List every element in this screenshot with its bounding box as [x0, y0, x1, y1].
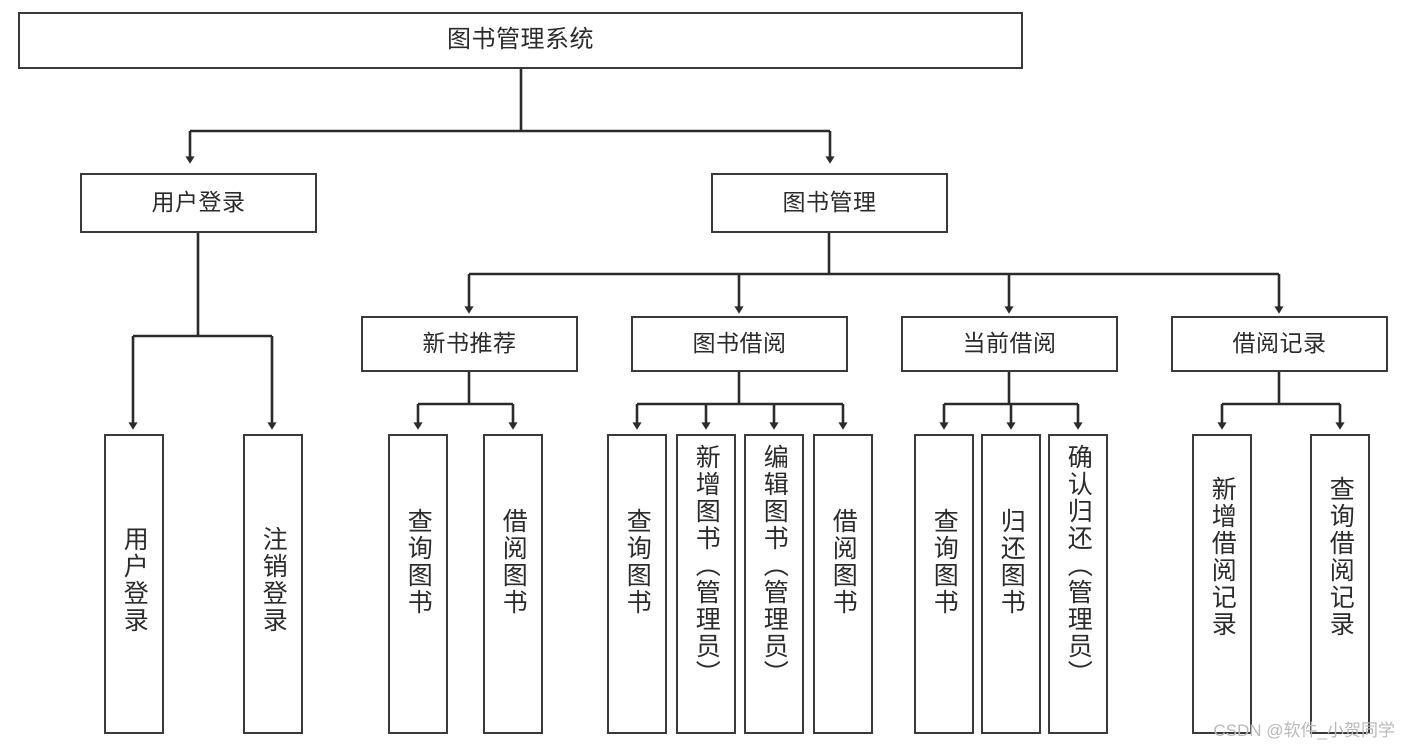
edge-borrow-record-to-leaves	[1217, 372, 1345, 430]
node-book-borrow[interactable]: 图书借阅	[631, 316, 848, 372]
node-label: 编辑图书（管理员）	[760, 444, 789, 687]
node-leaf-borrow-book-2[interactable]: 借阅图书	[813, 434, 873, 734]
node-borrow-record[interactable]: 借阅记录	[1171, 316, 1388, 372]
edge-book-borrow-to-leaves	[632, 372, 848, 430]
node-label: 确认归还（管理员）	[1064, 444, 1093, 687]
node-label: 用户登录	[151, 189, 246, 216]
node-leaf-query-book-3[interactable]: 查询图书	[914, 434, 974, 734]
node-leaf-query-book-1[interactable]: 查询图书	[388, 434, 448, 734]
node-label: 借阅图书	[829, 508, 858, 616]
node-label: 查询图书	[930, 508, 959, 616]
node-label: 新增借阅记录	[1208, 476, 1237, 638]
node-leaf-edit-book[interactable]: 编辑图书（管理员）	[744, 434, 804, 734]
node-label: 当前借阅	[962, 330, 1057, 357]
node-root-system[interactable]: 图书管理系统	[18, 12, 1023, 69]
watermark-text: CSDN @软件_小贺同学	[1213, 721, 1395, 740]
edge-book-management-to-level3	[464, 233, 1284, 314]
node-label: 图书管理系统	[447, 26, 594, 54]
node-label: 用户登录	[120, 526, 149, 634]
node-label: 查询借阅记录	[1326, 476, 1355, 638]
node-label: 图书管理	[782, 189, 877, 216]
node-label: 图书借阅	[692, 330, 787, 357]
node-current-borrow[interactable]: 当前借阅	[901, 316, 1118, 372]
node-leaf-return-book[interactable]: 归还图书	[981, 434, 1041, 734]
node-label: 新书推荐	[422, 330, 517, 357]
node-new-book-recommend[interactable]: 新书推荐	[361, 316, 578, 372]
node-leaf-query-book-2[interactable]: 查询图书	[607, 434, 667, 734]
edge-current-borrow-to-leaves	[939, 372, 1083, 430]
node-label: 新增图书（管理员）	[692, 444, 721, 687]
node-leaf-confirm-return[interactable]: 确认归还（管理员）	[1048, 434, 1108, 734]
node-leaf-borrow-book-1[interactable]: 借阅图书	[483, 434, 543, 734]
node-leaf-add-record[interactable]: 新增借阅记录	[1192, 434, 1252, 734]
node-leaf-query-record[interactable]: 查询借阅记录	[1310, 434, 1370, 734]
node-label: 借阅图书	[499, 508, 528, 616]
edge-user-login-to-leaves	[128, 233, 277, 430]
edge-new-book-recommend-to-leaves	[413, 372, 518, 430]
edge-root-to-level2	[185, 69, 835, 164]
node-label: 归还图书	[997, 508, 1026, 616]
node-label: 查询图书	[623, 508, 652, 616]
node-leaf-add-book[interactable]: 新增图书（管理员）	[676, 434, 736, 734]
node-label: 借阅记录	[1232, 330, 1327, 357]
node-user-login[interactable]: 用户登录	[80, 173, 317, 233]
node-book-management[interactable]: 图书管理	[711, 173, 948, 233]
node-label: 注销登录	[259, 526, 288, 634]
node-label: 查询图书	[404, 508, 433, 616]
node-leaf-user-login[interactable]: 用户登录	[104, 434, 164, 734]
node-leaf-logout-login[interactable]: 注销登录	[243, 434, 303, 734]
